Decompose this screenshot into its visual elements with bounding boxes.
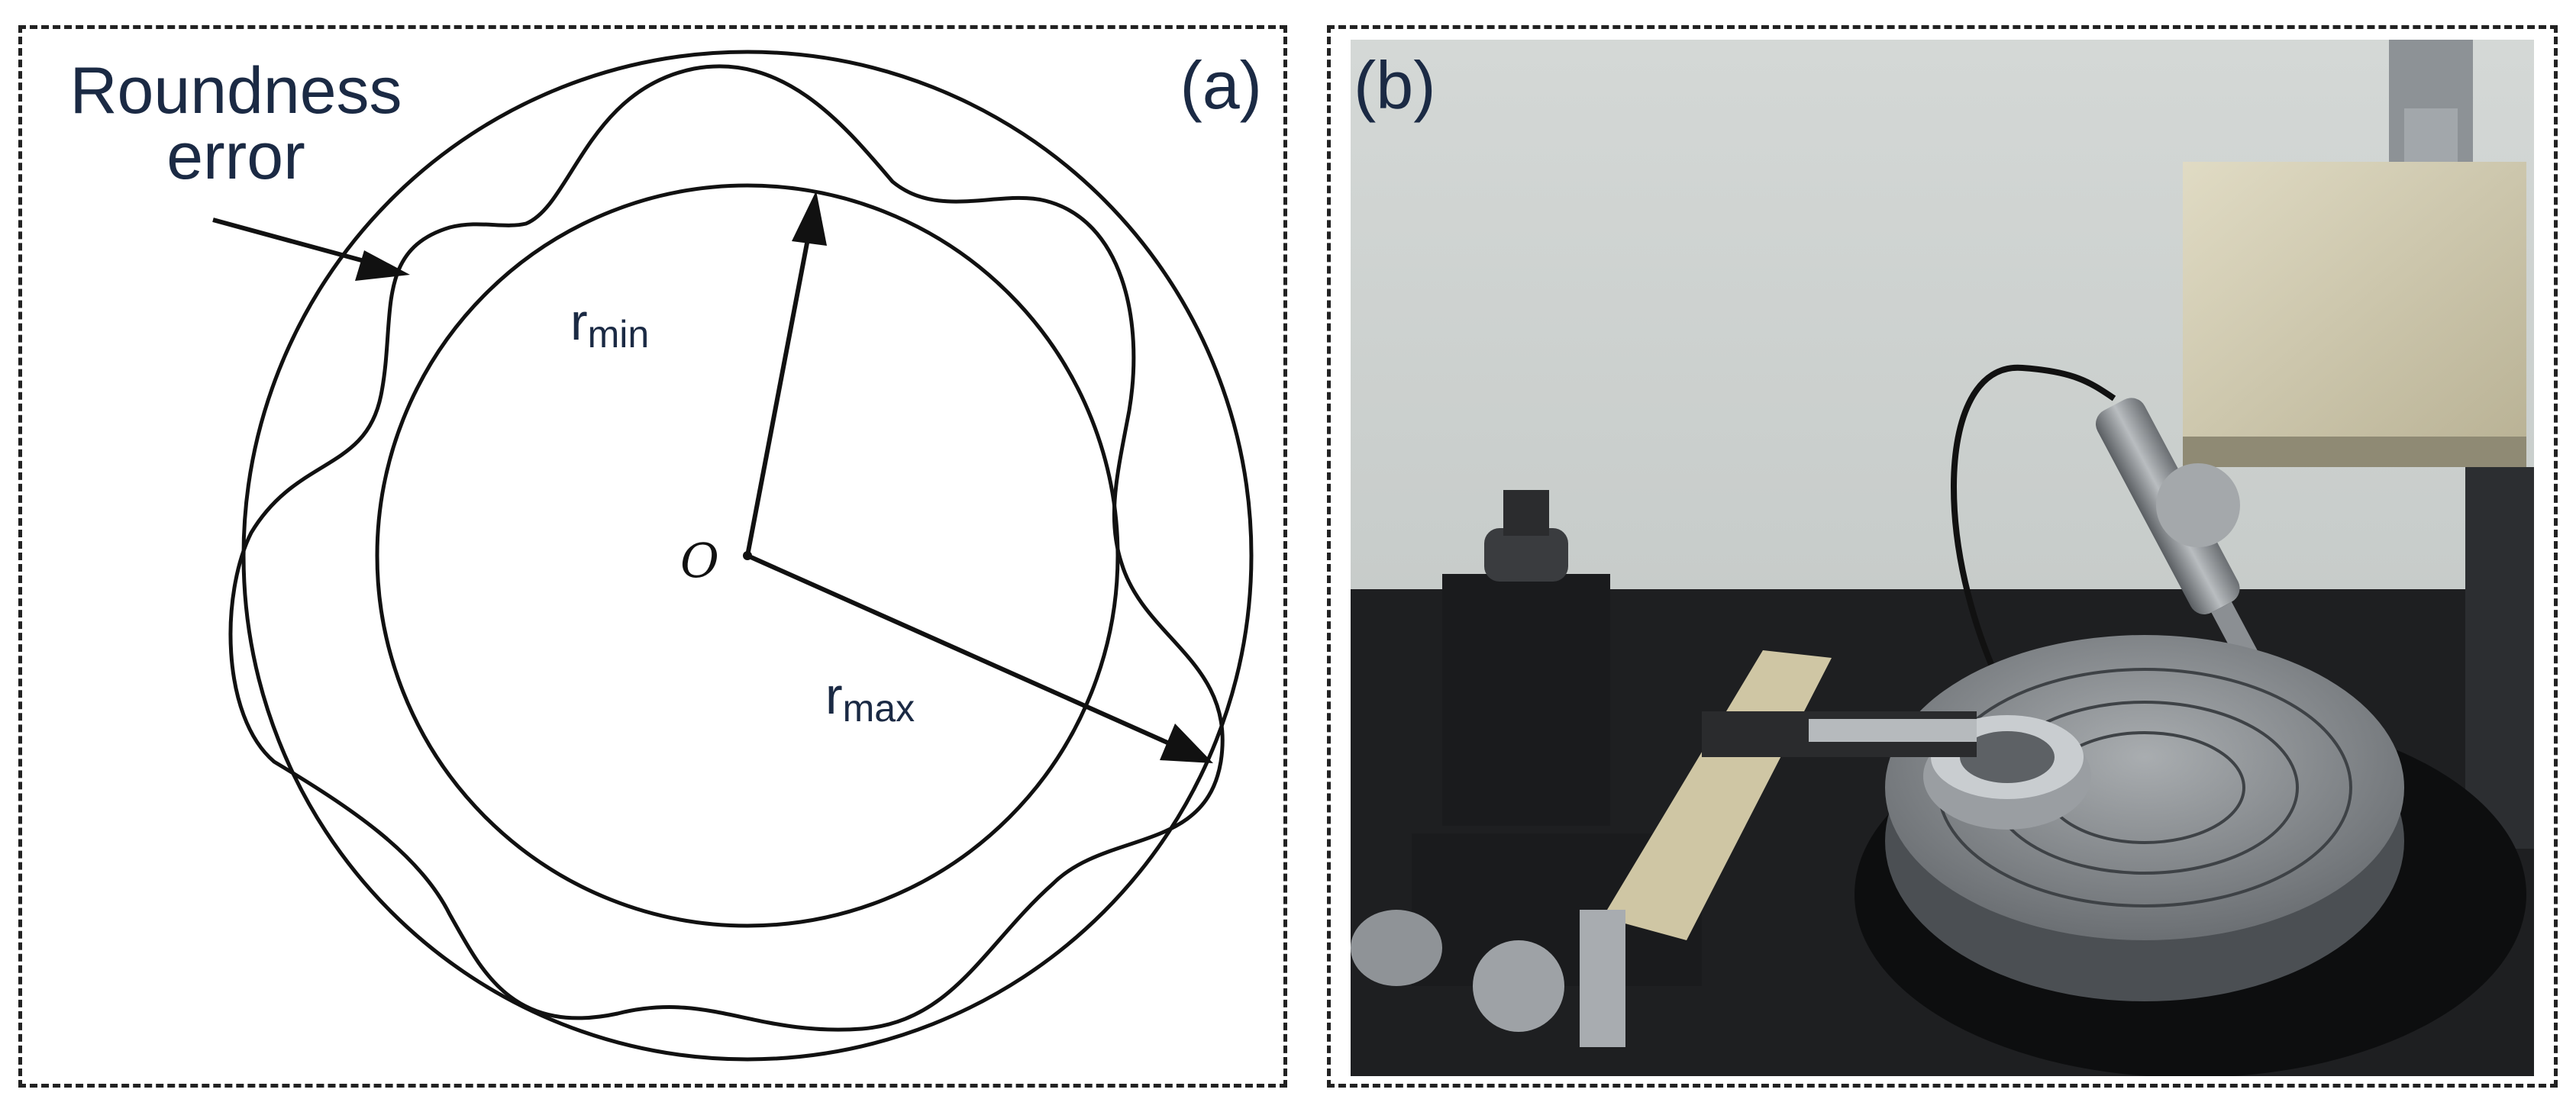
r-max-subscript: max xyxy=(842,687,915,730)
panel-a-diagram: (a) Roundness error rmin rmax O xyxy=(18,25,1287,1088)
annotation-arrowhead xyxy=(355,250,410,281)
origin-label: O xyxy=(680,533,719,588)
roundness-diagram xyxy=(212,50,1254,1062)
panel-b-photo: (b) xyxy=(1327,25,2558,1088)
roundness-measuring-instrument-photo xyxy=(1351,40,2534,1076)
annotation-arrow-line xyxy=(212,218,382,268)
origin-dot xyxy=(743,551,752,560)
r-max-base: r xyxy=(825,667,843,725)
r-max-label: rmax xyxy=(825,670,915,727)
r-min-label: rmin xyxy=(570,296,649,353)
r-max-line xyxy=(746,553,1169,745)
panel-a-label: (a) xyxy=(1180,47,1262,123)
annotation-line-2: error xyxy=(166,120,305,193)
r-min-base: r xyxy=(570,293,588,351)
roundness-error-annotation: Roundness error xyxy=(37,58,434,189)
r-max-arrowhead xyxy=(1160,724,1213,763)
panel-b-label: (b) xyxy=(1354,47,1436,123)
roundness-profile xyxy=(228,64,1225,1032)
annotation-line-1: Roundness xyxy=(69,54,402,127)
r-min-line xyxy=(745,234,811,556)
r-min-arrowhead xyxy=(792,191,827,246)
r-min-subscript: min xyxy=(587,313,650,356)
